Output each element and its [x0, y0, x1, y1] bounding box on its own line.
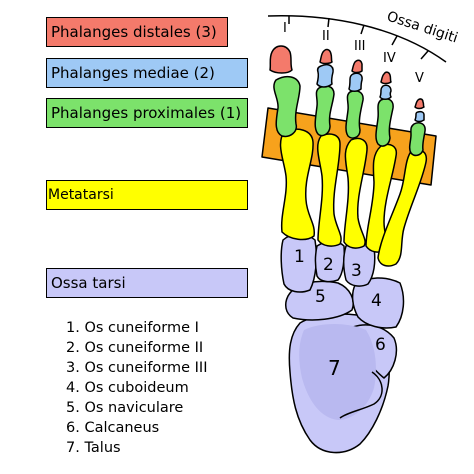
distal-phalanx-1	[269, 45, 293, 74]
digit-tick	[327, 17, 330, 28]
metatarsal-bones	[279, 128, 428, 267]
legend-label-distales: Phalanges distales (3)	[51, 22, 217, 41]
metatarsal-2	[316, 133, 342, 247]
proximal-phalanges	[273, 75, 426, 157]
legend-label-proximales: Phalanges proximales (1)	[51, 103, 242, 122]
legend-phalanges-mediae: Phalanges mediae (2)	[46, 58, 248, 88]
distal-phalanx-3	[351, 59, 363, 74]
legend-ossa-tarsi: Ossa tarsi	[46, 268, 248, 298]
proximal-phalanx-3	[345, 90, 364, 139]
tarsal-bones	[280, 233, 405, 454]
proximal-phalanx-2	[314, 85, 335, 137]
proximal-phalanx-1	[273, 75, 301, 138]
digit-arc	[267, 15, 447, 63]
bone-list-item: 2. Os cuneiforme II	[66, 340, 204, 356]
digit-numeral-1: I	[283, 21, 287, 36]
tarsal-number-7: 7	[328, 356, 341, 380]
bone-list-item: 1. Os cuneiforme I	[66, 320, 199, 336]
distal-phalanx-4	[380, 71, 392, 85]
tarsal-number-4: 4	[371, 291, 382, 311]
legend-metatarsi: Metatarsi	[46, 180, 248, 210]
middle-phalanx-2	[316, 63, 334, 88]
digit-numeral-2: II	[322, 29, 330, 44]
bone-list-item: 5. Os naviculare	[66, 400, 184, 416]
tarsal-number-2: 2	[323, 255, 334, 275]
middle-phalanges	[316, 63, 425, 123]
bone-list-item: 7. Talus	[66, 440, 121, 456]
legend-label-mediae: Phalanges mediae (2)	[51, 63, 215, 82]
tarsal-number-6: 6	[375, 335, 386, 355]
digit-tick	[391, 35, 398, 46]
middle-phalanx-4	[379, 84, 392, 100]
tarsal-number-3: 3	[351, 261, 362, 281]
bone-list-item: 6. Calcaneus	[66, 420, 160, 436]
legend-label-metatarsi: Metatarsi	[48, 187, 114, 203]
cuboid-bone	[351, 277, 405, 329]
digit-numeral-3: III	[354, 39, 366, 54]
metatarsal-3	[343, 137, 368, 249]
distal-phalanx-2	[319, 48, 333, 65]
middle-phalanx-5	[414, 110, 425, 123]
legend-phalanges-proximales: Phalanges proximales (1)	[46, 98, 248, 128]
legend-phalanges-distales: Phalanges distales (3)	[46, 17, 228, 47]
digit-tick	[420, 50, 429, 60]
bone-list-item: 4. Os cuboideum	[66, 380, 189, 396]
distal-phalanx-5	[414, 98, 425, 110]
proximal-phalanx-4	[375, 98, 394, 147]
talus-joint-line	[339, 371, 383, 419]
metatarsal-1	[279, 128, 316, 241]
talus-dome	[299, 324, 376, 420]
digit-tick	[360, 24, 365, 35]
proximal-phalanx-5	[408, 122, 426, 157]
digit-numeral-5: V	[415, 71, 424, 86]
distal-phalanges	[269, 45, 425, 110]
legend-label-tarsi: Ossa tarsi	[51, 273, 126, 292]
metatarsal-5	[377, 148, 428, 267]
tarsal-number-5: 5	[315, 287, 326, 307]
digit-arc-title: Ossa digiti	[385, 9, 460, 47]
tarsal-bone-list: 1. Os cuneiforme I 2. Os cuneiforme II 3…	[66, 318, 208, 458]
tarsal-number-1: 1	[294, 247, 305, 267]
bone-list-item: 3. Os cuneiforme III	[66, 360, 208, 376]
digit-numeral-4: IV	[383, 51, 396, 66]
middle-phalanx-3	[348, 72, 363, 92]
